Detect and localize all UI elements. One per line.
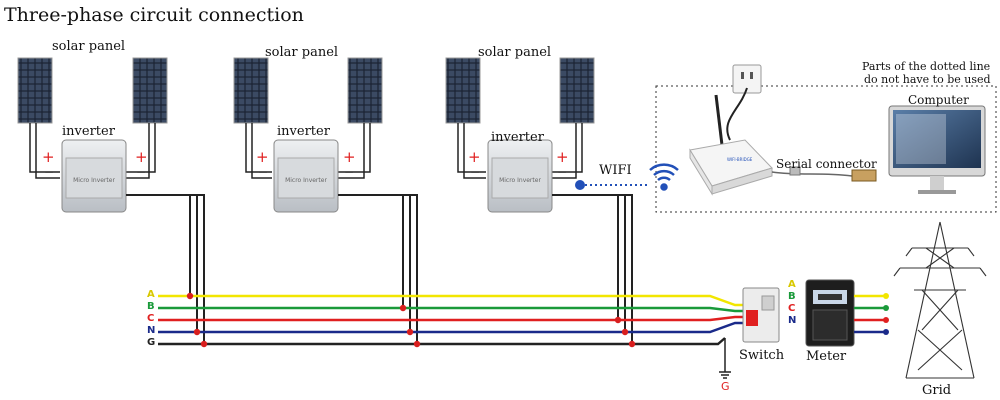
plus-symbol: + [343, 148, 356, 166]
solar-panel-3a [445, 57, 481, 124]
polarity-symbols: + + + + + + [42, 148, 569, 166]
meter-label: Meter [806, 349, 847, 364]
plus-symbol: + [135, 148, 148, 166]
wifi-gateway: WIFI-BRIDGE [689, 94, 773, 196]
inverter-label-3: inverter [491, 130, 544, 145]
solar-panel-1b [132, 57, 168, 124]
phase-label-a-left: A [147, 289, 155, 300]
phase-label-b-right: B [788, 291, 796, 302]
wifi-icon [649, 163, 679, 191]
solar-panel-1a [17, 57, 53, 124]
device-text: Micro Inverter [285, 177, 327, 184]
solar-panel-label-2: solar panel [265, 45, 339, 60]
junction-dots [186, 292, 636, 348]
minus-symbol: − [344, 165, 354, 179]
serial-cable [771, 166, 877, 182]
device-text: Micro Inverter [73, 177, 115, 184]
minus-symbols: − − − − − − [44, 165, 567, 179]
wifi-dongle [575, 180, 585, 190]
inverter-label-2: inverter [277, 124, 330, 139]
grid-label: Grid [922, 383, 952, 398]
inverters: Micro Inverter Micro Inverter Micro Inve… [61, 139, 553, 213]
bus-line-b [158, 306, 748, 313]
optional-equipment-box [655, 85, 997, 213]
bus-line-a [158, 294, 748, 307]
computer-label: Computer [908, 93, 969, 107]
plus-symbol: + [256, 148, 269, 166]
solar-panel-label-3: solar panel [478, 45, 552, 60]
phase-label-c-left: C [147, 313, 155, 324]
minus-symbol: − [470, 165, 480, 179]
grid-feed-dots [883, 293, 889, 335]
grid-feed-lines [854, 294, 884, 334]
phase-label-c-right: C [788, 303, 796, 314]
minus-symbol: − [557, 165, 567, 179]
gateway-label: WIFI-BRIDGE [727, 157, 753, 162]
phase-label-a-right: A [788, 279, 796, 290]
bus-line-n [158, 321, 748, 334]
ground-symbol [719, 338, 731, 379]
solar-panel-2b [347, 57, 383, 124]
serial-connector-label: Serial connector [776, 157, 877, 171]
switch-device [742, 287, 780, 343]
ac-drop-cables [126, 194, 633, 344]
ground-label: G [721, 380, 730, 393]
dc-leads [29, 123, 583, 179]
bus-line-c [158, 315, 748, 322]
solar-panel-2a [233, 57, 269, 124]
solar-panels [17, 57, 595, 124]
dotted-note-line-2: do not have to be used [864, 73, 991, 86]
wifi-label: WIFI [599, 163, 632, 178]
plus-symbol: + [42, 148, 55, 166]
bus-lines [158, 294, 748, 346]
wall-socket [726, 64, 762, 141]
dotted-note-line-1: Parts of the dotted line [862, 60, 991, 73]
inverter-2: Micro Inverter [273, 139, 339, 213]
inverter-1: Micro Inverter [61, 139, 127, 213]
inverter-3: Micro Inverter [487, 139, 553, 213]
switch-label: Switch [739, 348, 785, 363]
phase-label-n-left: N [147, 325, 156, 336]
device-text: Micro Inverter [499, 177, 541, 184]
plus-symbol: + [556, 148, 569, 166]
transmission-tower [893, 221, 987, 379]
solar-panel-3b [559, 57, 595, 124]
inverter-label-1: inverter [62, 124, 115, 139]
minus-symbol: − [136, 165, 146, 179]
bus-line-g [158, 337, 726, 346]
phase-label-b-left: B [147, 301, 155, 312]
phase-label-n-right: N [788, 315, 797, 326]
meter-device [805, 279, 855, 347]
plus-symbol: + [468, 148, 481, 166]
minus-symbol: − [44, 165, 54, 179]
phase-label-g-left: G [147, 337, 156, 348]
diagram-title: Three-phase circuit connection [4, 4, 304, 26]
computer [888, 105, 986, 194]
solar-panel-label-1: solar panel [52, 39, 126, 54]
minus-symbol: − [258, 165, 268, 179]
